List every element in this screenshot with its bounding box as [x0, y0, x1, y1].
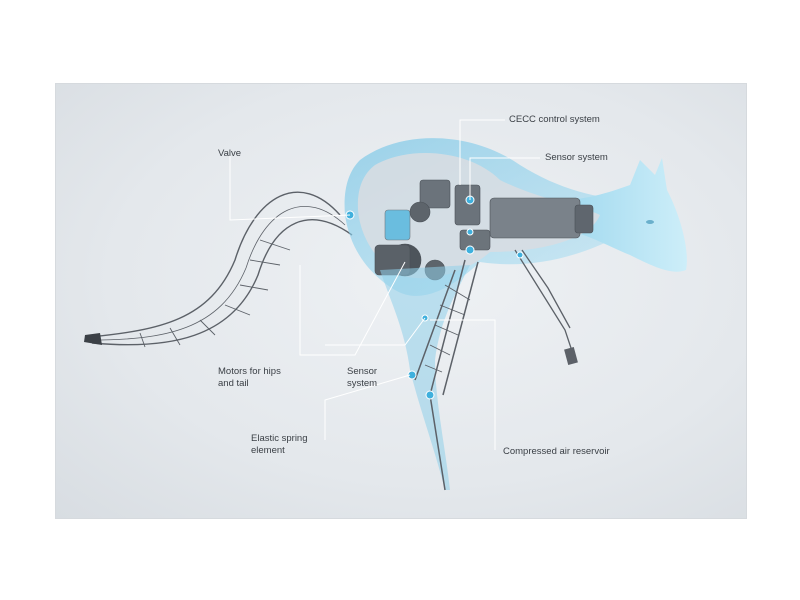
eye: [646, 220, 654, 224]
tail-tip: [84, 333, 102, 345]
label-sensor-mid-line2: system: [347, 378, 378, 389]
label-sensor-mid-line1: Sensor: [347, 366, 378, 377]
leader-valve: [229, 155, 351, 221]
leader-reservoir: [430, 319, 496, 450]
label-spring-line1: Elastic spring: [251, 433, 308, 444]
label-elastic-spring: Elastic spring element: [251, 433, 308, 457]
leader-sensor-top: [469, 157, 540, 200]
front-paw: [564, 346, 578, 366]
leader-motors: [299, 261, 406, 356]
label-valve: Valve: [218, 148, 242, 159]
label-spring-line2: element: [251, 445, 285, 456]
tail-frame: [89, 191, 353, 348]
leader-sensor-mid: [325, 317, 426, 346]
label-motors-line1: Motors for hips: [218, 366, 281, 377]
label-motors-line2: and tail: [218, 378, 249, 389]
label-cecc-control-system: CECC control system: [509, 114, 600, 125]
mechanics: [374, 179, 594, 281]
label-sensor-system-top: Sensor system: [545, 152, 608, 163]
hind-leg: [380, 265, 470, 490]
joints: [345, 195, 524, 400]
label-motors: Motors for hips and tail: [218, 366, 281, 390]
head: [560, 158, 687, 272]
leader-cecc: [459, 119, 505, 185]
leader-lines: [229, 119, 540, 450]
label-sensor-system-mid: Sensor system: [347, 366, 377, 390]
leader-spring: [324, 374, 411, 440]
label-compressed-air-reservoir: Compressed air reservoir: [503, 446, 610, 457]
front-leg: [514, 249, 576, 361]
